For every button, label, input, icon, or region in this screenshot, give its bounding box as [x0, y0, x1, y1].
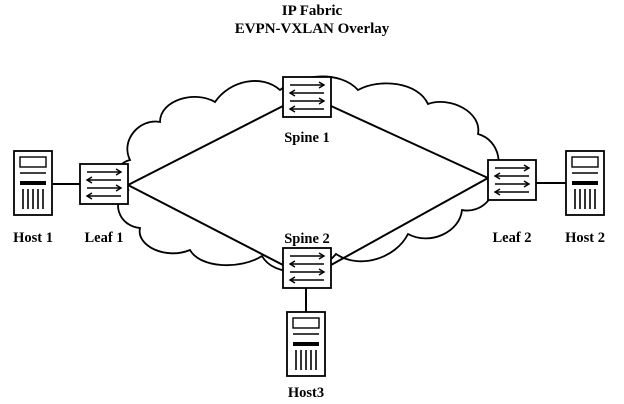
host-1-label: Host 1 — [13, 230, 53, 246]
link-leaf1-spine1 — [127, 105, 284, 186]
link-spine2-leaf2 — [330, 177, 489, 266]
spine-2: Spine 2 — [282, 231, 332, 289]
host-1: Host 1 — [13, 150, 53, 246]
leaf-1-label: Leaf 1 — [84, 230, 123, 246]
diagram-title: IP Fabric — [282, 3, 343, 19]
host-2-label: Host 2 — [565, 230, 605, 246]
link-leaf1-spine2 — [127, 184, 284, 266]
switch-icon — [79, 163, 129, 205]
leaf-2: Leaf 2 — [487, 159, 537, 246]
switch-icon — [282, 76, 332, 118]
spine-1-label: Spine 1 — [284, 130, 330, 146]
leaf-2-label: Leaf 2 — [492, 230, 531, 246]
switch-icon — [487, 159, 537, 201]
link-spine1-leaf2 — [330, 105, 489, 179]
switch-icon — [282, 247, 332, 289]
links — [53, 105, 566, 312]
server-icon — [286, 311, 326, 377]
host-3-label: Host3 — [288, 385, 324, 401]
diagram-subtitle: EVPN-VXLAN Overlay — [235, 21, 390, 37]
server-icon — [13, 150, 53, 216]
server-icon — [565, 150, 605, 216]
leaf-1: Leaf 1 — [79, 163, 129, 246]
host-2: Host 2 — [565, 150, 605, 246]
spine-2-label: Spine 2 — [284, 231, 330, 247]
host-3: Host3 — [286, 311, 326, 401]
spine-1: Spine 1 — [282, 76, 332, 146]
